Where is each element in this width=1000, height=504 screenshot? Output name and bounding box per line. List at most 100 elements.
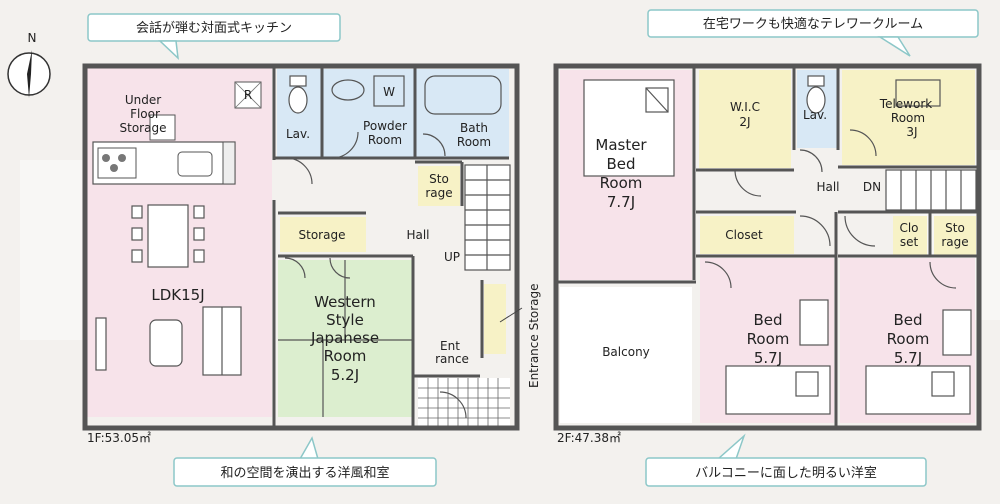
- japanese-room-label-4: Room: [324, 347, 367, 365]
- master-bed: [583, 79, 675, 177]
- master-bedroom-label-3: Room: [600, 174, 643, 192]
- closet-area: [700, 216, 794, 254]
- stairs-down: [885, 169, 977, 211]
- dn-label: DN: [863, 180, 881, 194]
- storage-label: Storage: [299, 228, 346, 242]
- small-storage-label-2: rage: [425, 186, 452, 200]
- master-bedroom-label-4: 7.7J: [607, 193, 635, 211]
- lav-2f-label: Lav.: [803, 108, 827, 122]
- master-bedroom-label-2: Bed: [606, 155, 635, 173]
- caption-telework: 在宅ワークも快適なテレワークルーム: [647, 9, 979, 57]
- hall-label-1f: Hall: [406, 228, 429, 242]
- small-storage-label-1: Sto: [429, 172, 449, 186]
- bathtub-icon: [424, 75, 502, 115]
- background-panel: [20, 160, 90, 340]
- closet-small-label-1: Clo: [899, 221, 918, 235]
- under-floor-label-3: Storage: [120, 121, 167, 135]
- caption-kitchen: 会話が弾む対面式キッチン: [87, 13, 341, 60]
- telework-desk: [895, 79, 941, 107]
- bedroom-2-label-3: 5.7J: [894, 349, 922, 367]
- caption-balcony-text: バルコニーに面した明るい洋室: [695, 465, 877, 481]
- bedroom-1-label-2: Room: [747, 330, 790, 348]
- closet-small-area: [893, 216, 927, 256]
- entrance-tile-grid: [418, 378, 510, 428]
- storage-area: [280, 217, 366, 252]
- floor-1-outer-wall: [82, 63, 520, 431]
- storage-small-2f-area: [934, 216, 976, 256]
- telework-label-1: Telework: [879, 97, 932, 111]
- caption-japanese-text: 和の空間を演出する洋風和室: [220, 465, 389, 481]
- washer-label: W: [383, 85, 395, 99]
- door-swings-2f: [704, 129, 957, 289]
- bedroom-2-label-1: Bed: [893, 311, 922, 329]
- entrance-storage-leader: [499, 307, 523, 323]
- under-floor-hatch: [149, 114, 176, 141]
- compass-north-label: N: [28, 31, 37, 45]
- powder-room-label-1: Powder: [363, 119, 407, 133]
- powder-area: [322, 69, 415, 157]
- japanese-room-label-1: Western: [314, 293, 376, 311]
- japanese-room-label-2: Style: [326, 311, 364, 329]
- storage-small-2f-label-2: rage: [941, 235, 968, 249]
- floor-1-interior-walls: [272, 66, 509, 428]
- ldk-label: LDK15J: [151, 286, 204, 304]
- bedroom-2-furniture: [865, 309, 972, 415]
- entrance-storage-label: Entrance Storage: [527, 283, 541, 388]
- compass: N: [7, 31, 51, 98]
- entrance-label-2: rance: [435, 352, 469, 366]
- sink-icon: [177, 151, 213, 177]
- hall-label-2f: Hall: [816, 180, 839, 194]
- wic-area: [699, 70, 791, 168]
- master-bedroom-label-1: Master: [595, 136, 647, 154]
- telework-area: [842, 70, 975, 165]
- under-floor-label-1: Under: [125, 93, 161, 107]
- caption-japanese: 和の空間を演出する洋風和室: [173, 436, 437, 487]
- toilet-icon: [288, 75, 308, 114]
- closet-small-label-2: set: [900, 235, 919, 249]
- bedroom-1-label-3: 5.7J: [754, 349, 782, 367]
- under-floor-label-2: Floor: [130, 107, 160, 121]
- telework-label-3: 3J: [906, 125, 917, 139]
- entrance-label-1: Ent: [440, 339, 460, 353]
- stove-burner-icon: [118, 154, 126, 162]
- stairs-up: [464, 164, 511, 271]
- balcony-label: Balcony: [602, 345, 650, 359]
- japanese-room-label-3: Japanese: [310, 329, 379, 347]
- bedroom-1-label-1: Bed: [753, 311, 782, 329]
- floor-2: Master Bed Room 7.7J W.I.C 2J Lav. Telew…: [553, 63, 982, 445]
- caption-telework-text: 在宅ワークも快適なテレワークルーム: [703, 16, 923, 32]
- living-furniture: [95, 306, 242, 376]
- compass-needle-icon: [27, 50, 32, 98]
- caption-kitchen-text: 会話が弾む対面式キッチン: [136, 20, 292, 36]
- entrance-storage-area: [484, 284, 506, 354]
- stove-burner-icon: [102, 154, 110, 162]
- caption-balcony: バルコニーに面した明るい洋室: [645, 433, 927, 487]
- bedroom-2-label-2: Room: [887, 330, 930, 348]
- up-label: UP: [444, 250, 460, 264]
- powder-room-label-2: Room: [368, 133, 402, 147]
- wic-label-2: 2J: [739, 115, 750, 129]
- bath-room-label-2: Room: [457, 135, 491, 149]
- kitchen-counter: [92, 141, 236, 185]
- entrance-tile: [418, 378, 510, 428]
- washer-box: [373, 75, 405, 107]
- toilet-icon: [806, 75, 826, 114]
- telework-label-2: Room: [891, 111, 925, 125]
- storage-small-area: [418, 166, 460, 206]
- floor-2-area: 2F:47.38㎡: [557, 431, 621, 445]
- bath-room-label-1: Bath: [460, 121, 488, 135]
- floor-1-area: 1F:53.05㎡: [87, 431, 151, 445]
- lav-label: Lav.: [286, 127, 310, 141]
- bedroom-1-furniture: [725, 299, 831, 415]
- refrigerator-mark: R: [244, 88, 252, 102]
- stove-burner-icon: [110, 164, 118, 172]
- washbasin-icon: [331, 79, 365, 101]
- storage-small-2f-label-1: Sto: [945, 221, 965, 235]
- japanese-room-label-5: 5.2J: [331, 366, 359, 384]
- dining-table: [131, 204, 205, 268]
- wic-label-1: W.I.C: [730, 100, 760, 114]
- closet-label: Closet: [725, 228, 763, 242]
- door-swings-1f: [284, 131, 467, 419]
